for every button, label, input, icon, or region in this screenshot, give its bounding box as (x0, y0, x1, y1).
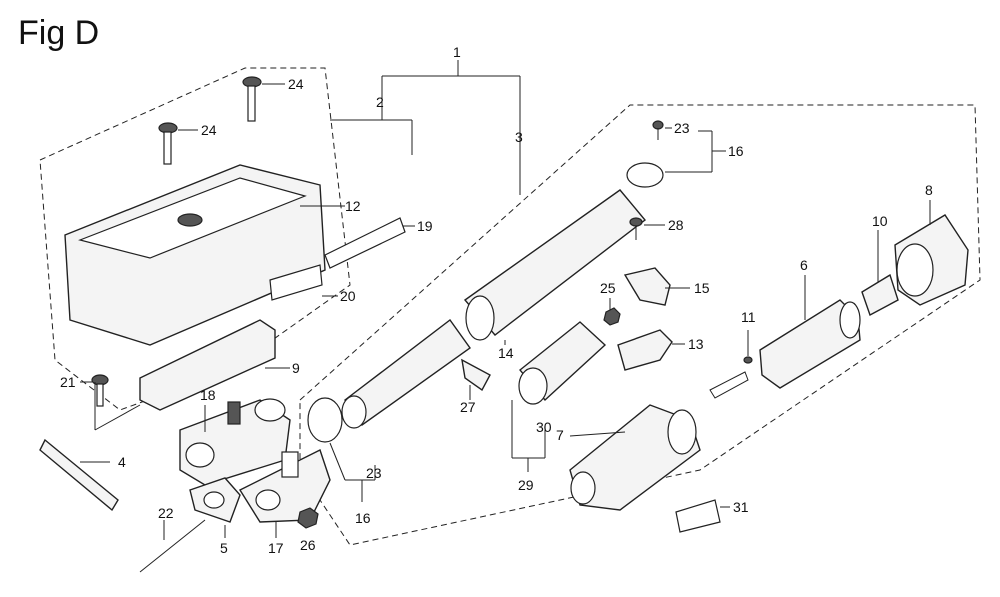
callout-7: 7 (556, 427, 564, 443)
callout-24-a: 24 (288, 76, 304, 92)
tube-30 (518, 321, 607, 405)
callout-labels: 1 2 3 24 24 12 19 20 9 21 18 4 22 5 17 2… (60, 44, 933, 556)
callout-6: 6 (800, 257, 808, 273)
bracket-13 (617, 329, 673, 371)
joint-17 (238, 449, 331, 523)
callout-26: 26 (300, 537, 316, 553)
screw-23-upper (652, 120, 664, 140)
callout-16-lower: 16 (355, 510, 371, 526)
callout-15: 15 (694, 280, 710, 296)
callout-28: 28 (668, 217, 684, 233)
label-plate-20 (269, 264, 338, 301)
leader-lines (94, 127, 931, 540)
callout-24-b: 24 (201, 122, 217, 138)
bolt-21 (80, 374, 109, 407)
callout-13: 13 (688, 336, 704, 352)
hose-clamp-lower (307, 397, 343, 443)
corrugated-hose-14 (463, 189, 647, 341)
callout-20: 20 (340, 288, 356, 304)
air-cleaner-cover (64, 164, 345, 346)
gasket-5 (189, 477, 241, 523)
callout-5: 5 (220, 540, 228, 556)
elbow-18 (179, 398, 291, 486)
bolt-11 (709, 356, 753, 399)
screw-28 (629, 217, 643, 240)
callout-3: 3 (515, 129, 523, 145)
spring-10 (861, 273, 899, 317)
nut-25 (603, 307, 621, 326)
callout-23-lower: 23 (366, 465, 382, 481)
cap-8 (894, 214, 969, 306)
bolt-24-b (158, 122, 198, 165)
leader-group-1 (330, 60, 521, 195)
label-plate-19 (324, 217, 415, 269)
callout-1: 1 (453, 44, 461, 60)
callout-8: 8 (925, 182, 933, 198)
callout-30: 30 (536, 419, 552, 435)
corrugated-hose-lower (341, 319, 471, 429)
callout-4: 4 (118, 454, 126, 470)
callout-11: 11 (741, 309, 756, 325)
callout-29: 29 (518, 477, 534, 493)
callout-19: 19 (417, 218, 433, 234)
nut-26 (297, 507, 319, 529)
callout-2: 2 (376, 94, 384, 110)
label-plate-31 (675, 499, 721, 533)
callout-23-upper: 23 (674, 120, 690, 136)
callout-22: 22 (158, 505, 174, 521)
callout-17: 17 (268, 540, 284, 556)
bracket-15 (623, 267, 671, 306)
silencer-6 (759, 299, 861, 389)
clip-27 (461, 358, 491, 400)
callout-16-upper: 16 (728, 143, 744, 159)
callout-9: 9 (292, 360, 300, 376)
callout-10: 10 (872, 213, 888, 229)
callout-12: 12 (345, 198, 361, 214)
bolt-24-a (242, 76, 285, 122)
group-outline-left (39, 67, 351, 411)
stud-22 (139, 519, 206, 573)
callout-25: 25 (600, 280, 616, 296)
callout-21: 21 (60, 374, 76, 390)
callout-18: 18 (200, 387, 216, 403)
hose-clamp-upper (626, 162, 664, 188)
bracket-9 (139, 319, 290, 411)
callout-14: 14 (498, 345, 514, 361)
tube-4 (39, 438, 119, 512)
figure-title: Fig D (18, 14, 100, 52)
callout-31: 31 (733, 499, 749, 515)
muffler-7 (569, 404, 701, 511)
callout-27: 27 (460, 399, 476, 415)
